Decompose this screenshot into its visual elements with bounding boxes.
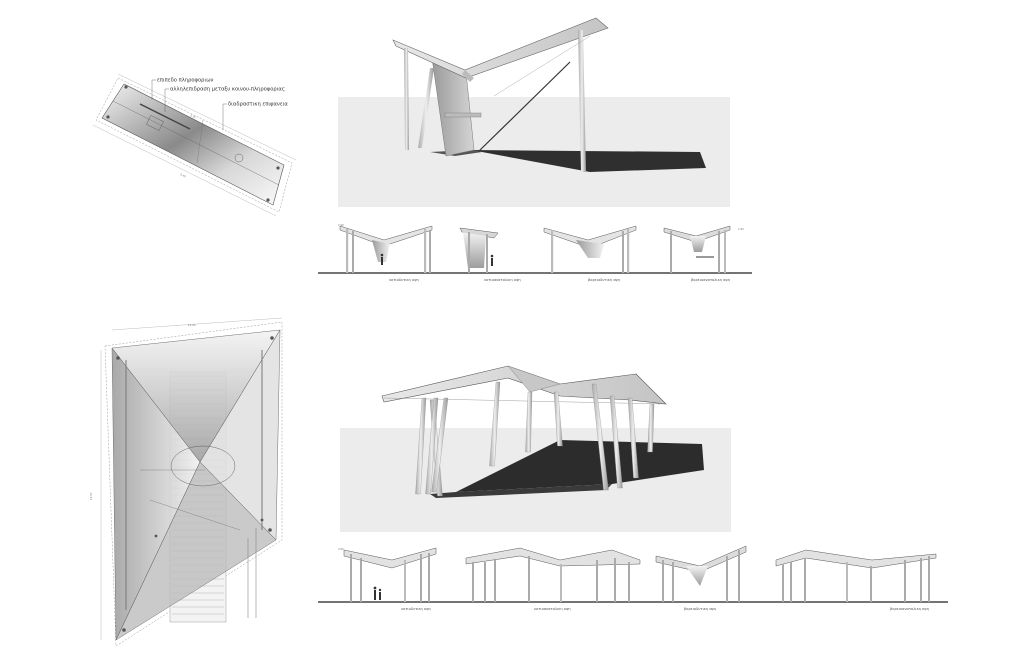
- elevation-caption-nw-2: βορειοδυτικη οψη: [684, 607, 716, 611]
- elevation-caption-nw-1: βορειοδυτικη οψη: [588, 278, 620, 282]
- pavilion-column: [553, 391, 563, 447]
- pavilion-column: [591, 383, 609, 491]
- pavilion-column: [431, 397, 449, 493]
- elevations-small-kiosk: 2.90 2.90 νοτιοδυτικη: [318, 223, 752, 282]
- svg-text:2.35: 2.35: [190, 113, 197, 119]
- plan-annotation-interactive-surface: διαδραστικη επιφανεια: [228, 102, 288, 108]
- perspective-large-pavilion: [340, 365, 731, 532]
- plan-small-kiosk: 2.35 6.40 επιπεδο πληροφοριων αλληλεπιδρ…: [92, 73, 297, 217]
- pavilion-column: [415, 397, 427, 495]
- elevation-caption-se-2: νοτιοανατολικη οψη: [534, 607, 571, 611]
- svg-text:19.50: 19.50: [89, 492, 93, 500]
- elevations-large-pavilion: 3.60: [318, 545, 948, 611]
- pavilion-column: [609, 395, 623, 489]
- elevation-caption-ne-1: βορειοανατολικη οψη: [691, 278, 730, 282]
- svg-text:2.90: 2.90: [738, 227, 744, 231]
- pavilion-column: [647, 403, 655, 453]
- svg-text:3.60: 3.60: [338, 547, 344, 551]
- plan-annotation-info-level: επιπεδο πληροφοριων: [157, 78, 214, 84]
- svg-text:6.40: 6.40: [180, 172, 187, 178]
- elevation-caption-ne-2: βορειοανατολικη οψη: [890, 607, 929, 611]
- plan-large-pavilion: 12.20 19.50: [89, 317, 283, 647]
- pavilion-column: [489, 381, 501, 467]
- elevation-caption-se-1: νοτιοανατολικη οψη: [484, 278, 521, 282]
- svg-text:2.90: 2.90: [338, 223, 344, 227]
- plan-annotation-interaction: αλληλεπιδραση μεταξυ κοινου-πληροφοριας: [170, 87, 285, 93]
- svg-text:12.20: 12.20: [188, 323, 196, 327]
- perspective-small-kiosk: [338, 17, 730, 207]
- elevation-caption-sw-2: νοτιοδυτικη οψη: [401, 607, 431, 611]
- elevation-caption-sw-1: νοτιοδυτικη οψη: [389, 278, 419, 282]
- pavilion-column: [627, 397, 639, 479]
- pavilion-column: [425, 397, 439, 495]
- pavilion-column: [525, 391, 533, 453]
- pavilion-columns: [415, 381, 655, 497]
